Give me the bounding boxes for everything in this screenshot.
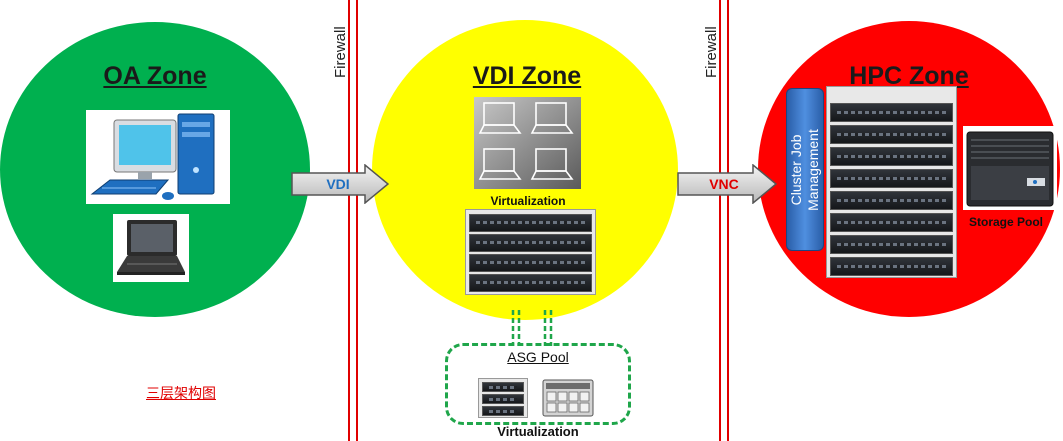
asg-server-unit [482, 406, 524, 416]
vdi-zone-title: VDI Zone [472, 62, 582, 90]
hpc-server-unit [830, 191, 953, 210]
laptop-icon [113, 214, 189, 282]
vdi-arrow-label: VDI [326, 176, 350, 192]
storage-pool-label: Storage Pool [968, 215, 1044, 229]
cluster-job-management-bar: Cluster Job Management [786, 88, 824, 251]
asg-virtualization-label: Virtualization [497, 424, 579, 439]
oa-zone-title: OA Zone [103, 62, 207, 90]
vnc-arrow-label: VNC [709, 176, 739, 192]
storage-pool-icon [963, 126, 1057, 210]
hpc-server-unit [830, 125, 953, 144]
vdi-server-unit [469, 214, 592, 232]
vdi-server-rack [465, 209, 596, 295]
hpc-server-unit [830, 257, 953, 276]
vnc-arrow [677, 164, 777, 204]
storage-array-icon [542, 379, 594, 417]
vdi-server-unit [469, 234, 592, 252]
cluster-job-line-2: Management [805, 128, 821, 211]
asg-pool-box [445, 343, 631, 425]
firewall-label-2: Firewall [703, 26, 720, 78]
firewall-line-1b [356, 0, 358, 441]
cluster-job-line-1: Cluster Job [788, 134, 804, 205]
virtual-desktops-icon [474, 97, 581, 189]
hpc-server-unit [830, 147, 953, 166]
vdi-virtualization-label: Virtualization [490, 194, 566, 208]
hpc-server-rack [826, 86, 957, 278]
asg-server-unit [482, 382, 524, 392]
vdi-server-unit [469, 274, 592, 292]
vdi-arrow [291, 164, 389, 204]
firewall-line-1a [348, 0, 350, 441]
asg-server-rack [478, 378, 528, 418]
firewall-label-1: Firewall [332, 26, 349, 78]
firewall-line-2b [727, 0, 729, 441]
hpc-server-unit [830, 213, 953, 232]
firewall-line-2a [719, 0, 721, 441]
diagram-caption: 三层架构图 [146, 385, 216, 401]
asg-connector [511, 310, 553, 346]
hpc-zone-title: HPC Zone [849, 62, 969, 90]
cluster-job-management-label: Cluster Job Management [788, 129, 822, 211]
hpc-server-unit [830, 235, 953, 254]
asg-pool-label: ASG Pool [507, 349, 569, 365]
hpc-server-unit [830, 169, 953, 188]
hpc-server-unit [830, 103, 953, 122]
desktop-computer-icon [86, 110, 230, 204]
vdi-server-unit [469, 254, 592, 272]
asg-server-unit [482, 394, 524, 404]
